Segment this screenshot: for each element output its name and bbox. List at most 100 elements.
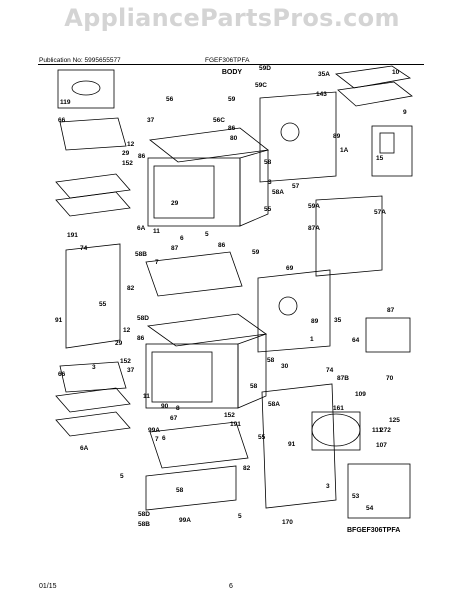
part-box-15 — [371, 125, 413, 177]
label-152-c: 152 — [224, 412, 235, 419]
label-109: 109 — [355, 391, 366, 398]
part-shape — [278, 296, 298, 316]
label-58D-b: 58D — [138, 511, 150, 518]
label-69: 69 — [286, 265, 294, 272]
label-82-b: 82 — [243, 465, 251, 472]
label-5: 5 — [205, 231, 209, 238]
label-6A-b: 6A — [80, 445, 89, 452]
label-37-b: 37 — [127, 367, 135, 374]
label-67: 67 — [170, 415, 178, 422]
label-12: 12 — [127, 141, 135, 148]
label-91-b: 91 — [288, 441, 296, 448]
label-70: 70 — [386, 375, 394, 382]
label-82: 82 — [127, 285, 135, 292]
bottom-frame-58B — [145, 465, 237, 511]
label-191: 191 — [67, 232, 78, 239]
label-59D: 59D — [259, 65, 271, 72]
label-59A: 59A — [308, 203, 320, 210]
label-56C: 56C — [213, 117, 225, 124]
label-53: 53 — [352, 493, 360, 500]
label-57A: 57A — [374, 209, 386, 216]
label-152-b: 152 — [120, 358, 131, 365]
label-170: 170 — [282, 519, 293, 526]
upper-cavity-body — [147, 157, 241, 227]
label-89: 89 — [333, 133, 341, 140]
label-6-b: 6 — [162, 435, 166, 442]
label-86: 86 — [228, 125, 236, 132]
label-29-c: 29 — [115, 340, 123, 347]
label-191-b: 191 — [230, 421, 241, 428]
label-143: 143 — [316, 91, 327, 98]
publication-number: Publication No: 5995655577 — [39, 57, 121, 64]
label-37: 37 — [147, 117, 155, 124]
label-66: 66 — [58, 117, 66, 124]
label-9: 9 — [403, 109, 407, 116]
label-29-b: 29 — [171, 200, 179, 207]
side-wrap-55 — [65, 243, 121, 349]
label-111: 111 — [372, 427, 383, 434]
label-119: 119 — [60, 99, 71, 106]
label-3-c: 3 — [326, 483, 330, 490]
upper-back-panel — [259, 91, 337, 183]
footer-page: 6 — [229, 583, 233, 590]
lower-cavity-top — [146, 313, 268, 347]
label-161: 161 — [333, 405, 344, 412]
label-35A: 35A — [318, 71, 330, 78]
label-99A-b: 99A — [179, 517, 191, 524]
label-272: 272 — [380, 427, 391, 434]
label-74: 74 — [80, 245, 88, 252]
label-35: 35 — [334, 317, 342, 324]
label-58A: 58A — [272, 189, 284, 196]
label-6A: 6A — [137, 225, 146, 232]
label-6: 6 — [180, 235, 184, 242]
part-number-labels: 59D 35A 10 59C 143 119 56 59 9 66 37 56C… — [55, 65, 407, 534]
label-7-b: 7 — [155, 436, 159, 443]
label-1: 1 — [310, 336, 314, 343]
label-29: 29 — [122, 150, 130, 157]
lower-cavity-side — [237, 333, 267, 409]
lower-cavity-body — [145, 343, 239, 409]
label-11-b: 11 — [143, 393, 150, 400]
upper-oven-liner — [153, 165, 215, 219]
label-125: 125 — [389, 417, 400, 424]
label-58B-b: 58B — [138, 521, 150, 528]
label-107: 107 — [376, 442, 387, 449]
part-box-64 — [365, 317, 411, 353]
upper-cavity-top — [149, 127, 269, 163]
footer-date: 01/15 — [39, 583, 57, 590]
label-59C: 59C — [255, 82, 267, 89]
part-box-119 — [57, 69, 115, 109]
label-80: 80 — [230, 135, 238, 142]
label-87-b: 87 — [387, 307, 395, 314]
label-11: 11 — [153, 228, 160, 235]
label-7: 7 — [155, 259, 159, 266]
label-90: 90 — [161, 403, 169, 410]
label-86-d: 86 — [137, 335, 145, 342]
label-5-b: 5 — [120, 473, 124, 480]
label-87: 87 — [171, 245, 179, 252]
cover-107 — [311, 413, 361, 447]
section-title: BODY — [221, 69, 243, 76]
model-number: FGEF306TPFA — [205, 57, 250, 64]
cover-107-frame — [311, 411, 361, 451]
lower-rack-1 — [55, 387, 131, 413]
label-30: 30 — [281, 363, 289, 370]
upper-rack-2 — [55, 191, 131, 217]
broil-pan-shape — [335, 65, 412, 89]
label-55-b: 55 — [99, 301, 107, 308]
label-59: 59 — [228, 96, 236, 103]
lower-rack-2 — [55, 411, 131, 437]
upper-drawer-element — [145, 251, 243, 297]
part-shape — [280, 122, 300, 142]
label-8: 8 — [176, 405, 180, 412]
lower-oven-liner — [151, 351, 213, 403]
label-74-b: 74 — [326, 367, 334, 374]
label-86-c: 86 — [218, 242, 226, 249]
lower-back-panel — [257, 269, 331, 353]
label-86-b: 86 — [138, 153, 146, 160]
inset-box-53 — [347, 463, 411, 519]
label-5-c: 5 — [238, 513, 242, 520]
label-12-b: 12 — [123, 327, 131, 334]
broil-pan-shape — [337, 81, 413, 107]
label-58-b: 58 — [267, 357, 275, 364]
